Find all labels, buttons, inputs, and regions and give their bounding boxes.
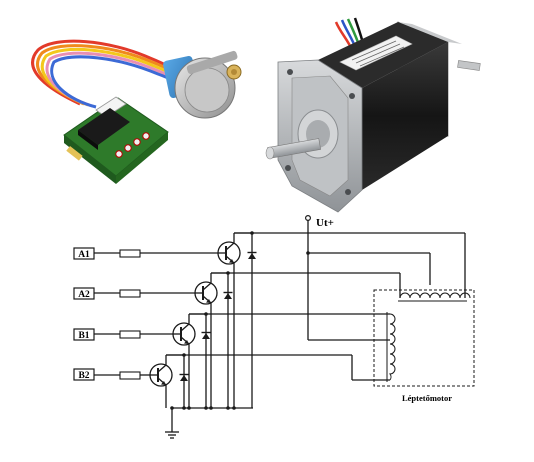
resistor-a1	[119, 249, 141, 258]
transistor-a1	[217, 241, 241, 265]
driver-board-photo	[31, 39, 242, 184]
svg-text:B2: B2	[78, 371, 89, 381]
supply-label: Ut+	[316, 217, 334, 229]
motor-box	[373, 289, 475, 387]
motor-label: Léptetőmotor	[402, 393, 452, 403]
input-a2: A2	[73, 287, 95, 300]
resistor-b1	[119, 330, 141, 339]
diode-b2	[178, 373, 190, 382]
coil-b	[386, 312, 396, 382]
diode-a1	[246, 251, 258, 260]
svg-text:B1: B1	[78, 331, 89, 341]
svg-text:A2: A2	[78, 290, 90, 300]
diode-b1	[200, 331, 212, 340]
transistor-b1	[172, 322, 196, 346]
circuit-schematic: Ut+ A1 A2 B1 B2	[73, 215, 475, 439]
input-a1: A1	[73, 247, 95, 260]
stepper-motor-photo	[265, 17, 481, 213]
diode-a2	[222, 291, 234, 300]
input-b2: B2	[73, 368, 95, 381]
resistor-b2	[119, 371, 141, 380]
coil-a	[398, 292, 471, 302]
transistor-a2	[194, 281, 218, 305]
svg-text:A1: A1	[78, 250, 90, 260]
supply-terminal	[305, 215, 312, 222]
transistor-b2	[149, 363, 173, 387]
input-b1: B1	[73, 328, 95, 341]
resistor-a2	[119, 289, 141, 298]
